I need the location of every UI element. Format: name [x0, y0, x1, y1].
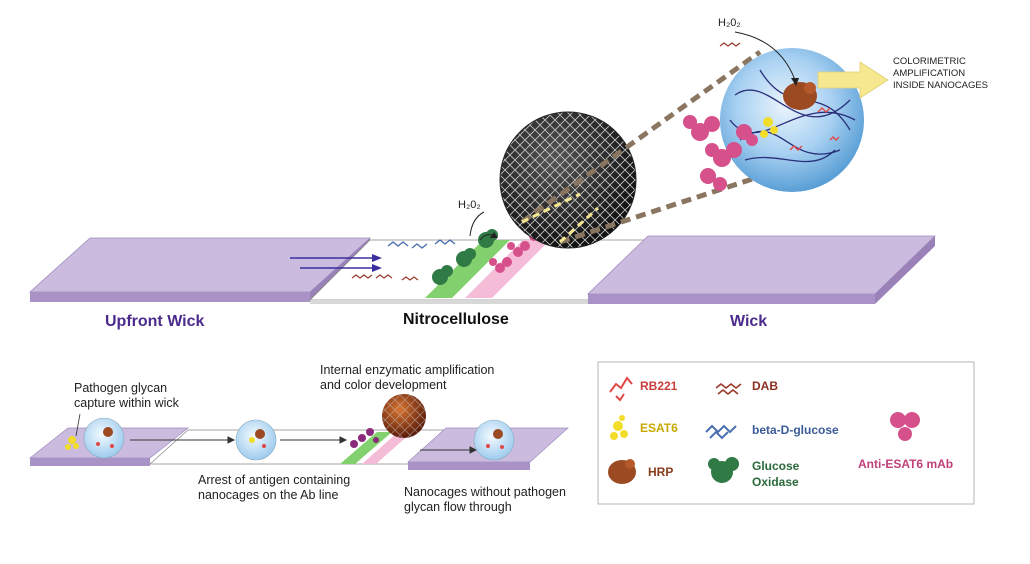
legend-rb221-icon	[609, 376, 633, 402]
legend-hrp-icon	[608, 459, 636, 484]
mini-nanocage-1	[83, 417, 125, 459]
mini-flow-arrows-icon	[130, 436, 478, 454]
legend-anti-esat6-icon	[890, 412, 920, 441]
mini-control-line	[362, 432, 412, 464]
arrest-line-2: nanocages on the Ab line	[198, 488, 338, 502]
mini-antibody-icon	[350, 428, 379, 448]
h2o2-top-arrow-icon	[734, 31, 796, 81]
h2o2-strip-arrow-icon	[469, 211, 485, 237]
wick-pad	[587, 235, 936, 304]
legend-dab-label: DAB	[752, 379, 778, 393]
arrest-line-1: Arrest of antigen containing	[198, 473, 350, 487]
glucose-molecules-icon	[387, 239, 456, 249]
h2o2-top-label: H₂0₂	[718, 17, 741, 29]
colorimetric-line-2: AMPLIFICATION	[893, 68, 965, 79]
test-line-green	[425, 240, 510, 298]
colorimetric-line-1: COLORIMETRIC	[893, 56, 966, 67]
legend-beta-glucose-icon	[705, 424, 737, 440]
mini-nanocage-3	[473, 419, 515, 461]
legend-gox-line-1: Glucose	[752, 459, 800, 473]
legend-beta-glucose-label: beta-D-glucose	[752, 423, 839, 437]
nanocage-sphere	[499, 111, 637, 249]
wick-label: Wick	[730, 313, 767, 330]
amplification-arrow-icon	[817, 61, 889, 99]
yellow-glycan-icon	[65, 436, 79, 450]
legend-anti-esat6-label: Anti-ESAT6 mAb	[858, 457, 953, 471]
flow-line-2: glycan flow through	[404, 500, 512, 514]
control-line-pink	[465, 240, 550, 298]
legend-dab-icon	[715, 382, 742, 396]
pathogen-line-1: Pathogen glycan	[74, 381, 167, 395]
dab-molecules-icon	[351, 274, 419, 281]
rb221-molecules-icon	[789, 107, 840, 151]
zoomed-nanocage	[720, 48, 864, 192]
internal-line-1: Internal enzymatic amplification	[320, 363, 494, 377]
flow-arrow-icon	[290, 254, 382, 272]
brown-amplified-nanocage	[382, 394, 426, 438]
legend-esat6-label: ESAT6	[640, 421, 678, 435]
legend-esat6-icon	[610, 415, 628, 440]
flow-line-1: Nanocages without pathogen	[404, 485, 566, 499]
dab-molecule-top-icon	[719, 42, 741, 47]
glucose-oxidase-blobs-icon	[432, 229, 498, 285]
mini-nanocage-2	[235, 419, 277, 461]
zoom-lines	[520, 49, 781, 245]
hrp-blob-icon	[783, 82, 817, 110]
internal-line-2: and color development	[320, 378, 447, 392]
upfront-wick-label: Upfront Wick	[105, 313, 205, 330]
colorimetric-line-3: INSIDE NANOCAGES	[893, 80, 988, 91]
pathogen-line-2: capture within wick	[74, 396, 180, 410]
antibody-cluster-icon	[683, 115, 758, 191]
legend-glucose-oxidase-icon	[708, 457, 739, 483]
esat6-blob-icon	[760, 117, 778, 138]
nitrocellulose-label: Nitrocellulose	[403, 311, 509, 328]
legend-hrp-label: HRP	[648, 465, 673, 479]
h2o2-strip-label: H₂0₂	[458, 199, 481, 211]
legend-rb221-label: RB221	[640, 379, 678, 393]
legend-gox-line-2: Oxidase	[752, 475, 799, 489]
